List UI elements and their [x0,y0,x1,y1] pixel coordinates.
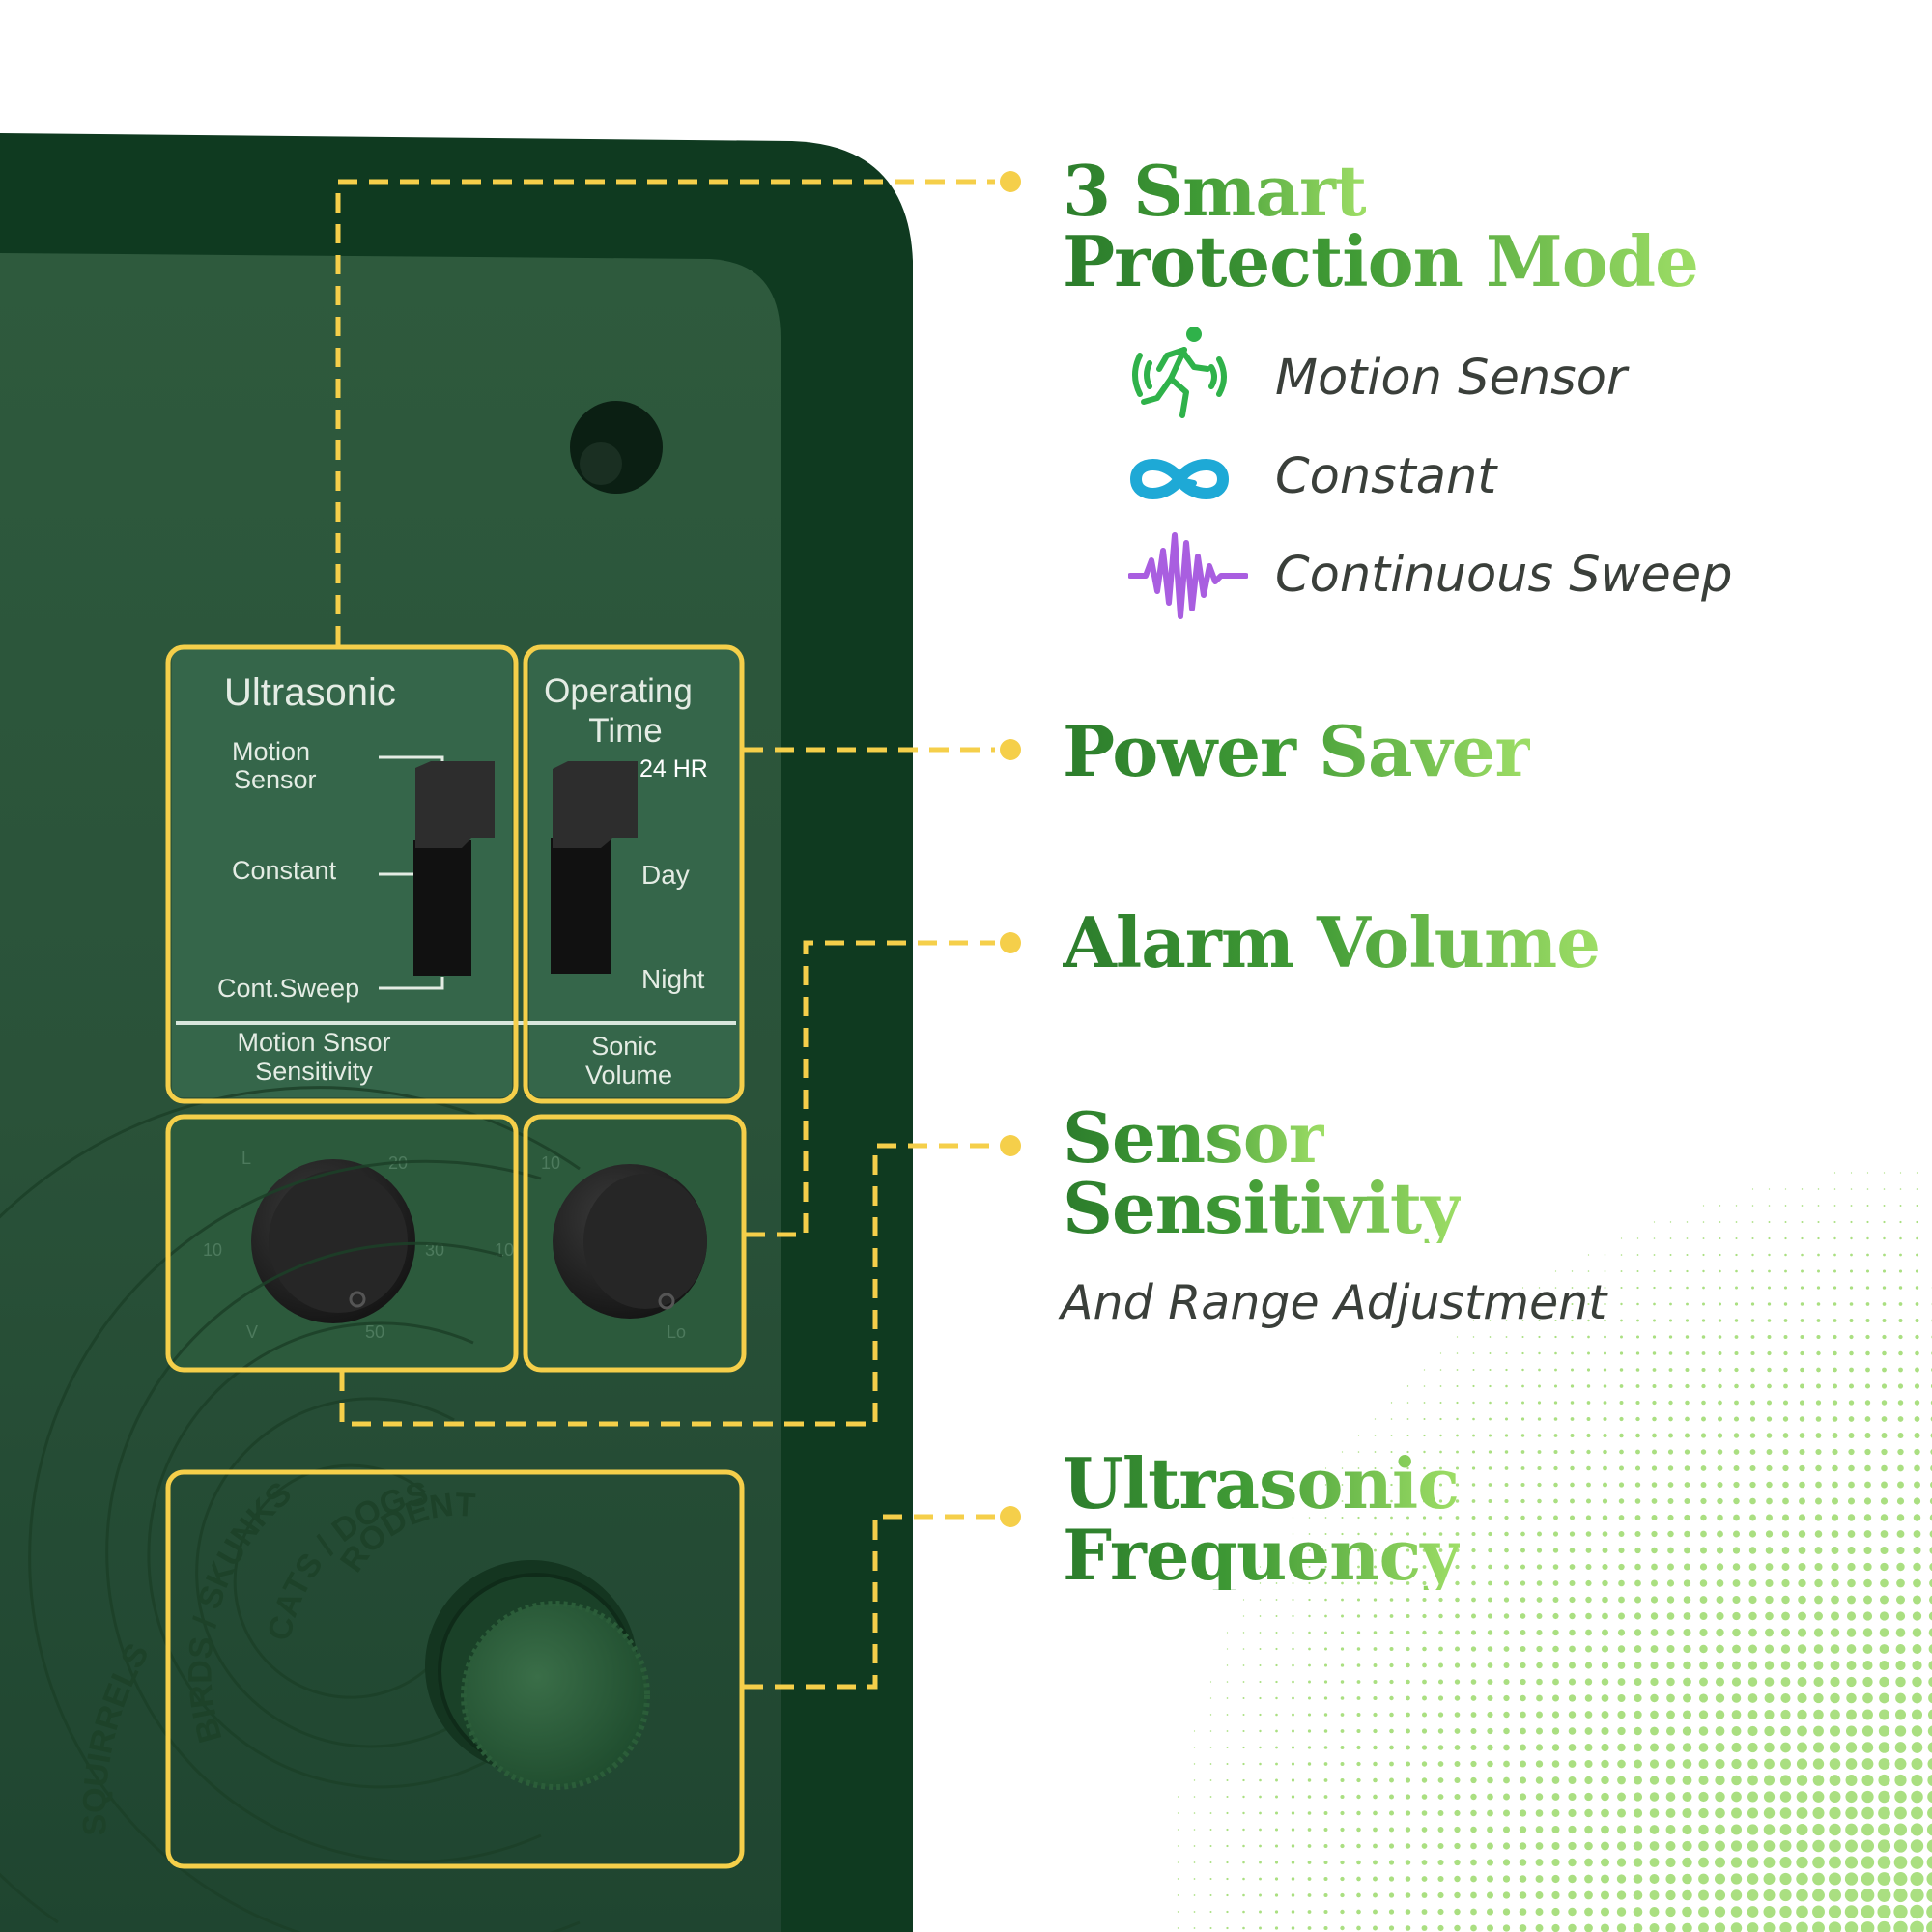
mode-label-continuous-sweep: Continuous Sweep [1275,547,1733,604]
sensor-sensitivity-title-line2: Sensitivity [1063,1167,1462,1249]
leader-dot-alarm-volume [1000,932,1021,953]
leader-smart-mode [335,179,995,645]
panel-label-24hr: 24 HR [639,755,708,782]
panel-label-motion: Motion [232,737,311,766]
svg-text:10: 10 [541,1153,560,1173]
leader-alarm-volume [746,940,995,1237]
svg-text:V: V [246,1322,258,1342]
svg-text:Lo: Lo [667,1322,686,1342]
panel-title-time: Time [588,712,663,750]
sensor-sensitivity-subtitle: And Range Adjustment [1061,1275,1607,1330]
frequency-knob [461,1601,650,1790]
power-saver-title: Power Saver [1063,710,1531,792]
leader-dot-sensor-sensitivity [1000,1135,1021,1156]
panel-title-ultrasonic: Ultrasonic [224,671,396,714]
panel-label-sensitivity: Sensitivity [255,1057,373,1086]
time-switch-track [551,838,611,974]
sensor-sensitivity-title-line1: Sensor [1063,1096,1325,1179]
volume-knob-highlight [523,1114,747,1373]
time-switch-handle [553,761,638,848]
screw-hole [570,401,663,494]
mode-switch-highlight [165,644,519,1104]
panel-title-operating: Operating [544,672,693,710]
panel-label-day: Day [641,860,690,890]
panel-label-motion-snsor: Motion Snsor [237,1028,391,1057]
sound-wave-icon [1128,532,1248,619]
mode-switch-panel [172,649,512,1097]
panel-label-sonic: Sonic [591,1032,657,1061]
panel-label-sensor: Sensor [234,765,317,794]
svg-text:10: 10 [495,1240,514,1260]
leader-frequency [744,1514,995,1690]
ultrasonic-frequency-title-line2: Frequency [1063,1514,1461,1596]
mode-switch-handle [415,761,495,848]
panel-label-cont-sweep: Cont.Sweep [217,974,360,1003]
panel-label-night: Night [641,964,705,994]
mode-switch-track [413,840,471,976]
mode-label-constant: Constant [1275,448,1497,505]
leader-dot-smart-mode [1000,171,1021,192]
svg-text:10: 10 [203,1240,222,1260]
smart-mode-title-line1: 3 Smart [1063,150,1367,232]
svg-text:50: 50 [365,1322,384,1342]
running-person-icon [1132,327,1227,418]
panel-label-volume: Volume [584,1061,673,1090]
svg-text:L: L [242,1149,251,1168]
ultrasonic-frequency-title-line1: Ultrasonic [1063,1442,1460,1524]
sensitivity-knob-highlight [165,1114,519,1373]
mode-label-motion-sensor: Motion Sensor [1275,350,1627,407]
panel-label-constant: Constant [232,856,337,885]
alarm-volume-title: Alarm Volume [1063,901,1601,983]
frequency-knob-highlight [165,1469,745,1869]
smart-mode-title-line2: Protection Mode [1063,220,1699,302]
leader-dot-power-saver [1000,739,1021,760]
infinity-icon [1130,459,1229,499]
leader-dot-frequency [1000,1506,1021,1527]
time-switch-highlight [523,644,745,1104]
leader-sensor-sensitivity [339,1143,995,1427]
